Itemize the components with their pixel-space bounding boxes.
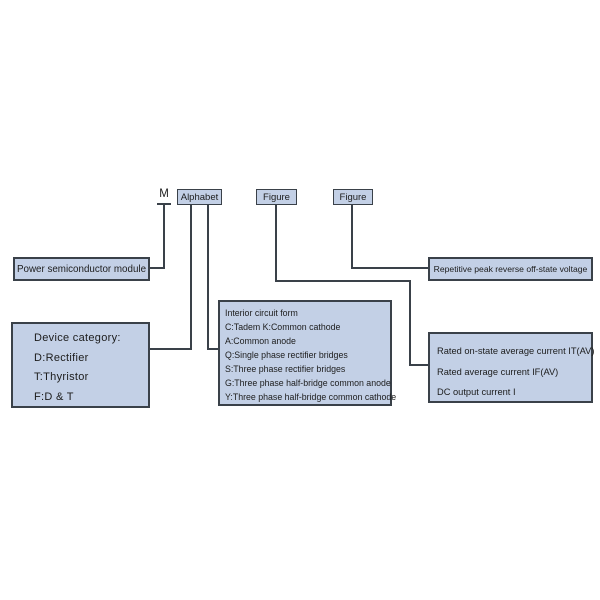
current-line: DC output current I [437,387,516,397]
interior-circuit-line: G:Three phase half-bridge common anode [225,378,391,388]
interior-circuit-title: Interior circuit form [225,308,298,318]
current-line: Rated average current IF(AV) [437,366,559,377]
interior-circuit-box: Interior circuit form C:Tadem K:Common c… [218,300,397,406]
current-description-box: Rated on-state average current IT(AV) Ra… [428,332,595,403]
connector-alphabet-to-interior-circuit [207,204,218,350]
code-box-figure-1: Figure [256,189,297,205]
device-category-box: Device category: D:Rectifier T:Thyristor… [11,322,150,408]
interior-circuit-line: Q:Single phase rectifier bridges [225,350,348,360]
current-line: Rated on-state average current IT(AV) [437,346,595,356]
code-prefix-m: M [159,188,169,200]
code-box-alphabet: Alphabet [177,189,222,205]
interior-circuit-line: S:Three phase rectifier bridges [225,364,346,374]
code-box-figure-2: Figure [333,189,373,205]
connector-alphabet-to-device-category [150,204,192,350]
interior-circuit-line: Y:Three phase half-bridge common cathode [225,392,397,402]
device-category-line: F:D & T [34,390,74,403]
device-category-title: Device category: [34,332,121,344]
module-description-box: Power semiconductor module [13,257,150,281]
interior-circuit-line: C:Tadem K:Common cathode [225,322,341,332]
device-category-line: T:Thyristor [34,371,89,383]
voltage-description-box: Repetitive peak reverse off-state voltag… [428,257,593,281]
connector-m-to-module [150,204,165,269]
connector-figure1-to-current [275,205,428,366]
connector-figure2-to-voltage [351,205,428,269]
interior-circuit-line: A:Common anode [225,336,296,346]
device-category-line: D:Rectifier [34,351,89,364]
